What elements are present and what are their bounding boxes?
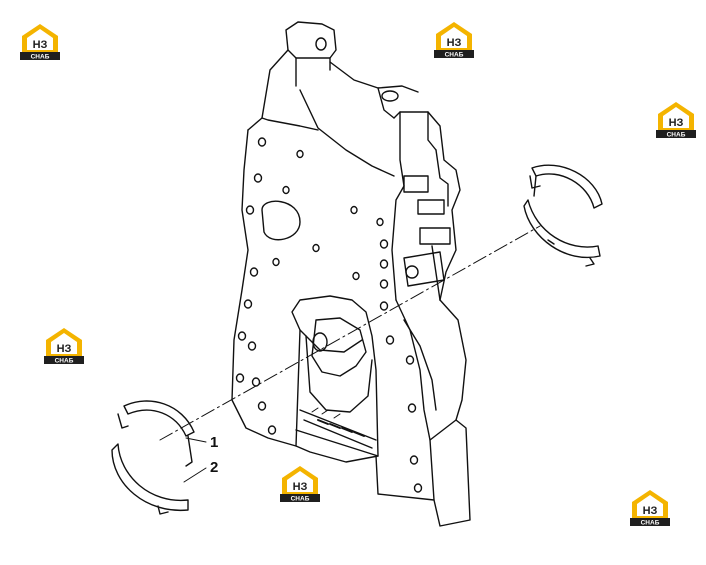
svg-text:НЗ: НЗ [447,37,462,49]
svg-text:СНАБ: СНАБ [641,520,660,527]
timing-cover-housing [231,21,471,527]
hz-snab-logo-icon: НЗ СНАБ [628,488,672,526]
svg-text:НЗ: НЗ [643,505,658,517]
svg-text:НЗ: НЗ [33,39,48,51]
leader-line-2 [183,467,207,483]
svg-text:СНАБ: СНАБ [55,358,74,365]
svg-text:СНАБ: СНАБ [291,496,310,503]
svg-text:НЗ: НЗ [293,481,308,493]
svg-text:СНАБ: СНАБ [31,54,50,61]
hz-snab-logo-icon: НЗ СНАБ [654,100,698,138]
leader-line-1 [185,437,207,443]
thrust-washer-right [523,164,603,267]
thrust-washer-left [111,400,195,515]
svg-text:НЗ: НЗ [57,343,72,355]
svg-text:СНАБ: СНАБ [667,132,686,139]
callout-2: 2 [210,459,219,476]
hz-snab-logo-icon: НЗ СНАБ [432,20,476,58]
svg-text:НЗ: НЗ [669,117,684,129]
center-axis-line [159,225,541,441]
hz-snab-logo-icon: НЗ СНАБ [18,22,62,60]
hz-snab-logo-icon: НЗ СНАБ [42,326,86,364]
hz-snab-logo-icon: НЗ СНАБ [278,464,322,502]
svg-text:СНАБ: СНАБ [445,52,464,59]
callout-1: 1 [210,434,219,451]
